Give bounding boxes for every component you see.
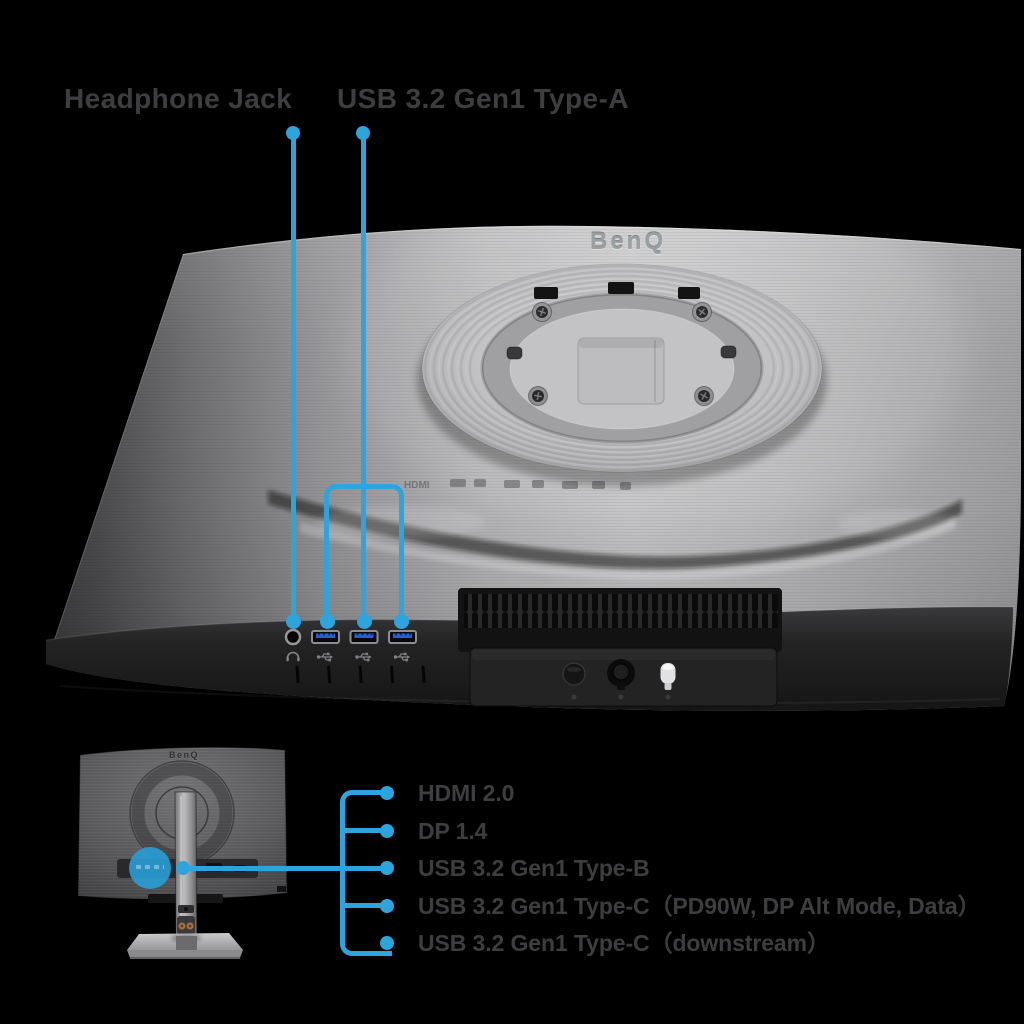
usb-trident-icon-1 bbox=[316, 652, 333, 662]
headphone-jack-label: Headphone Jack bbox=[64, 83, 293, 114]
callout-dot-dp bbox=[380, 824, 394, 838]
bracket-button-left bbox=[562, 662, 586, 686]
dp-label: DP 1.4 bbox=[418, 818, 488, 844]
callout-dot-headphone-top bbox=[286, 126, 300, 140]
bracket-screw bbox=[571, 694, 577, 700]
embossed-port-legend: HDMI bbox=[404, 479, 631, 491]
callout-bracket-usba bbox=[324, 484, 404, 623]
usb-a-port-1 bbox=[311, 630, 340, 644]
usb-trident-icon-2 bbox=[355, 652, 372, 662]
callout-branch-usbb bbox=[345, 865, 387, 871]
benq-logo-large: BenQ bbox=[589, 228, 666, 255]
main-monitor: HDMI bbox=[45, 225, 1021, 711]
vesa-screws bbox=[528, 302, 714, 406]
usb-type-b-label: USB 3.2 Gen1 Type-B bbox=[418, 855, 650, 881]
port-highlight-circle bbox=[129, 847, 171, 889]
callout-trunk-bottom bbox=[340, 790, 392, 956]
highlight-port-marks bbox=[136, 865, 164, 869]
benq-logo-small: BenQ bbox=[168, 750, 199, 760]
callout-dot-rear-ports bbox=[176, 861, 190, 875]
stand-bracket bbox=[469, 647, 778, 707]
callout-branch-usbc1 bbox=[345, 903, 387, 908]
callout-dot-usba-port-3 bbox=[393, 613, 409, 629]
small-monitor bbox=[77, 746, 288, 959]
port-row bbox=[284, 628, 426, 684]
callout-dot-headphone-port bbox=[285, 613, 301, 629]
vesa-mount bbox=[417, 263, 827, 486]
callout-branch-dp bbox=[345, 828, 387, 833]
vesa-center-plate bbox=[577, 337, 665, 405]
small-monitor-base bbox=[127, 933, 243, 959]
callout-dot-usbc2 bbox=[380, 936, 394, 950]
headphone-icon bbox=[286, 651, 300, 662]
small-side-notch bbox=[277, 886, 286, 892]
headphone-jack-port bbox=[284, 628, 302, 646]
edge-ridges bbox=[295, 665, 426, 684]
callout-dot-usba-top bbox=[356, 126, 370, 140]
bracket-screw bbox=[618, 694, 624, 700]
callout-line-to-rear-ports bbox=[183, 865, 345, 871]
usb-type-c-downstream-label: USB 3.2 Gen1 Type-C（downstream） bbox=[418, 930, 830, 956]
callout-dot-usba-port-1 bbox=[319, 613, 335, 629]
hdmi-label: HDMI 2.0 bbox=[418, 780, 515, 806]
usb-a-port-3 bbox=[388, 630, 417, 644]
usb-type-c-pd-label: USB 3.2 Gen1 Type-C（PD90W, DP Alt Mode, … bbox=[418, 893, 981, 919]
bracket-knob-center bbox=[607, 659, 635, 690]
callout-dot-usbb bbox=[380, 861, 394, 875]
bracket-pin-white bbox=[660, 663, 676, 690]
bracket-screw bbox=[665, 694, 671, 700]
usb-trident-icon-3 bbox=[393, 652, 410, 662]
callout-dot-hdmi bbox=[380, 786, 394, 800]
svg-text:HDMI: HDMI bbox=[404, 480, 430, 491]
callout-line-usba-center bbox=[360, 139, 366, 617]
callout-dot-usba-port-2 bbox=[356, 613, 372, 629]
callout-dot-usbc1 bbox=[380, 899, 394, 913]
vent-grille bbox=[458, 588, 782, 652]
callout-line-headphone bbox=[290, 139, 296, 617]
usb-a-port-2 bbox=[349, 630, 379, 644]
usb-type-a-label: USB 3.2 Gen1 Type-A bbox=[337, 83, 629, 114]
